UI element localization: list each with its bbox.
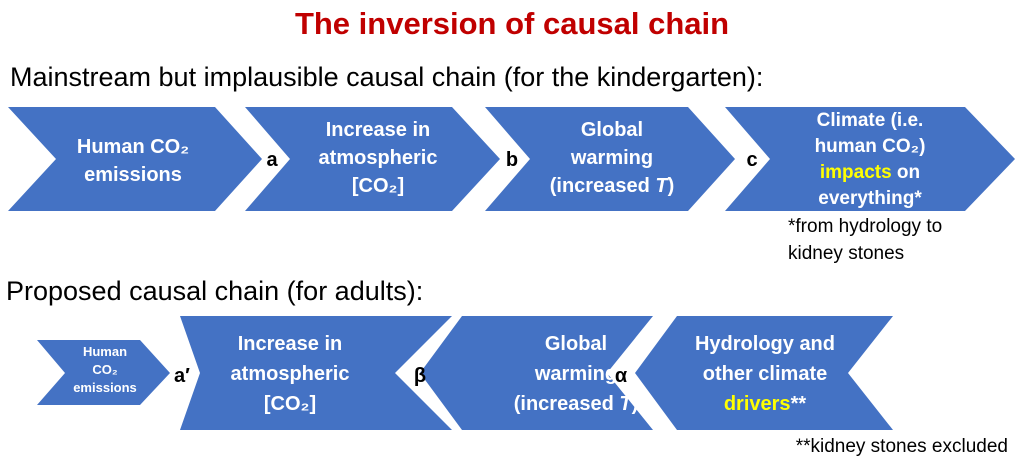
box-text: CO₂ (92, 362, 118, 377)
chevron-left-global-warming (420, 316, 653, 430)
link-label-beta: β (414, 365, 426, 387)
link-label-alpha: α (615, 365, 628, 387)
link-label-b: b (506, 149, 518, 171)
box-text: atmospheric (319, 147, 438, 169)
box-text: Human (83, 344, 127, 359)
box-text: Increase in (238, 333, 343, 355)
footnote-line: **kidney stones excluded (796, 436, 1008, 457)
box-text: Human CO₂ (77, 136, 189, 158)
footnote-line: *from hydrology to (788, 216, 942, 237)
chevron-human-emissions (8, 107, 262, 211)
box-text: Global (545, 333, 607, 355)
box-text: impacts on (820, 162, 920, 183)
box-text: Global (581, 119, 643, 141)
box-increase-co2 (180, 316, 452, 430)
box-text: Climate (i.e. (817, 110, 924, 131)
chevron-small-human-emissions (37, 340, 170, 405)
mainstream-heading: Mainstream but implausible causal chain … (10, 62, 763, 92)
chevron-climate-impacts (725, 107, 1015, 211)
box-text: Increase in (326, 119, 431, 141)
link-label-a: a (266, 149, 278, 171)
box-text: [CO₂] (352, 175, 404, 197)
box-text: warming (570, 147, 653, 169)
box-text: emissions (84, 164, 182, 186)
slide-title: The inversion of causal chain (295, 6, 729, 41)
box-text: (increased T) (550, 175, 675, 197)
chevron-left-hydrology (635, 316, 893, 430)
footnote-line: kidney stones (788, 243, 904, 264)
box-text: [CO₂] (264, 393, 316, 415)
box-text: (increased T) (514, 393, 639, 415)
link-label-c: c (746, 149, 757, 171)
box-text: atmospheric (231, 363, 350, 385)
proposed-heading: Proposed causal chain (for adults): (6, 276, 423, 306)
chevron-global-warming (485, 107, 735, 211)
chevron-increase-co2 (245, 107, 500, 211)
box-text: other climate (703, 363, 827, 385)
box-text: warming (534, 363, 617, 385)
box-text: drivers** (724, 393, 807, 415)
box-text: emissions (73, 380, 137, 395)
box-text: everything* (818, 188, 922, 209)
box-text: human CO₂) (815, 136, 926, 157)
link-label-a-prime: a′ (174, 365, 190, 387)
box-text: Hydrology and (695, 333, 835, 355)
